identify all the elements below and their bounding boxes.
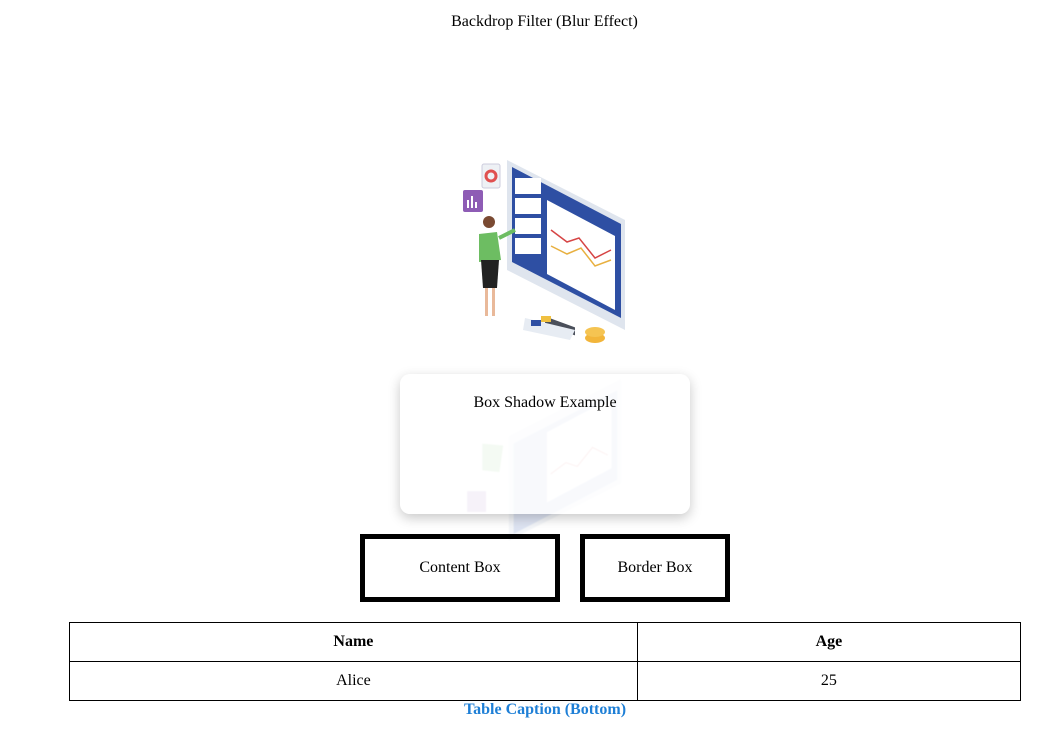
dashboard-illustration-icon	[463, 160, 625, 343]
data-table: Name Age Alice 25	[69, 622, 1022, 701]
border-box-label: Border Box	[617, 559, 693, 576]
column-header-name: Name	[69, 622, 638, 662]
content-box-label: Content Box	[419, 559, 501, 576]
table-row: Alice 25	[69, 661, 1022, 701]
box-shadow-label: Box Shadow Example	[473, 394, 617, 411]
table-header-row: Name Age	[69, 622, 1022, 662]
cell-name: Alice	[69, 661, 638, 701]
box-shadow-card: Box Shadow Example	[400, 374, 690, 514]
column-header-age: Age	[636, 622, 1022, 662]
content-box: Content Box	[360, 534, 560, 602]
table-caption: Table Caption (Bottom)	[463, 701, 627, 718]
cell-age: 25	[636, 661, 1022, 701]
border-box: Border Box	[580, 534, 730, 602]
page-title: Backdrop Filter (Blur Effect)	[451, 13, 638, 30]
